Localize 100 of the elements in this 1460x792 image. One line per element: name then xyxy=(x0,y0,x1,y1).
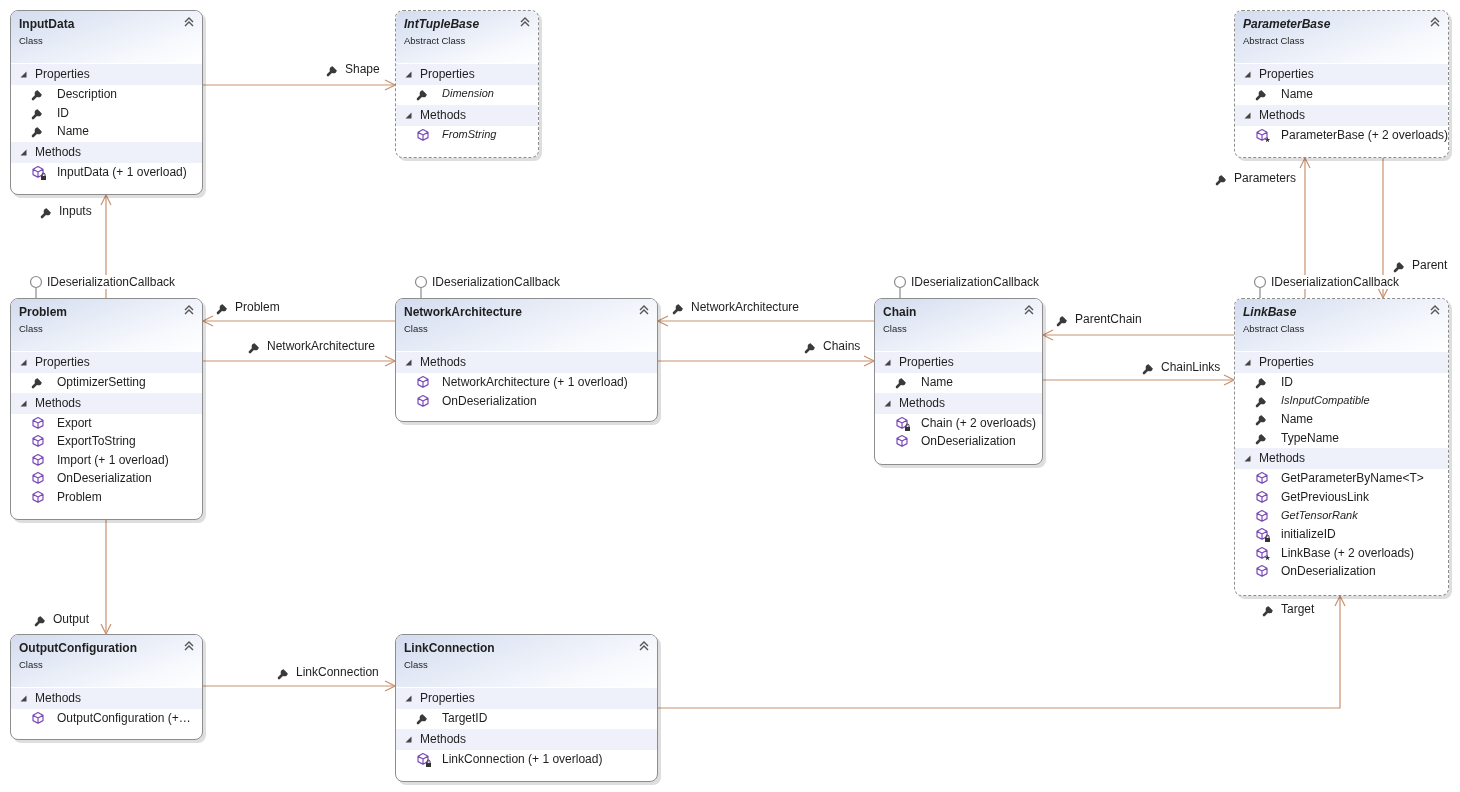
member-name: Chain (+ 2 overloads) xyxy=(921,415,1037,430)
member-name: ID xyxy=(1281,375,1293,389)
member-name: OutputConfiguration (+… xyxy=(57,711,191,725)
edge-label: Parent xyxy=(1411,258,1449,272)
member-name: Import (+ 1 overload) xyxy=(57,452,169,467)
class-kind: Abstract Class xyxy=(1243,35,1305,46)
member-name: Name xyxy=(921,375,953,389)
section-title: Methods xyxy=(420,107,467,122)
section-title: Methods xyxy=(1259,107,1306,122)
member-name: OnDeserialization xyxy=(1281,564,1376,579)
member-name: LinkBase (+ 2 overloads) xyxy=(1281,545,1415,560)
edge-label: NetworkArchitecture xyxy=(266,339,377,353)
interface-label: IDeserializationCallback xyxy=(46,275,177,289)
class-box xyxy=(395,634,658,782)
edge-label: Parameters xyxy=(1233,171,1298,185)
edge-label: Chains xyxy=(822,339,862,353)
member-name: ID xyxy=(57,105,69,120)
section-title: Methods xyxy=(35,691,82,705)
class-name: OutputConfiguration xyxy=(19,641,137,655)
class-kind: Abstract Class xyxy=(1243,323,1305,334)
member-name: Name xyxy=(1281,87,1313,101)
member-name: NetworkArchitecture (+ 1 overload) xyxy=(442,375,628,389)
member-name: initializeID xyxy=(1281,527,1336,542)
class-kind: Class xyxy=(404,659,428,670)
member-name: TypeName xyxy=(1281,430,1340,445)
member-name: LinkConnection (+ 1 overload) xyxy=(442,751,603,766)
section-title: Properties xyxy=(35,355,90,369)
edge-label: Target xyxy=(1280,602,1316,616)
section-title: Properties xyxy=(420,691,475,705)
class-box xyxy=(10,10,203,195)
association-arrow xyxy=(202,79,396,91)
class-kind: Class xyxy=(19,323,43,334)
association-arrow xyxy=(202,315,396,327)
member-name: OptimizerSetting xyxy=(57,375,146,389)
member-name: OnDeserialization xyxy=(442,393,537,408)
member-name: Problem xyxy=(57,489,102,504)
member-name: Description xyxy=(57,87,118,101)
class-box xyxy=(395,10,539,158)
class-name: LinkConnection xyxy=(404,641,495,655)
class-name: NetworkArchitecture xyxy=(404,305,523,319)
class-name: InputData xyxy=(19,17,75,31)
member-name: Dimension xyxy=(442,87,494,99)
association-arrow xyxy=(202,680,396,692)
class-box xyxy=(1234,298,1449,596)
edge-label: Problem xyxy=(234,300,281,314)
class-name: LinkBase xyxy=(1243,305,1297,319)
interface-label: IDeserializationCallback xyxy=(431,275,562,289)
class-name: IntTupleBase xyxy=(404,17,480,31)
member-name: TargetID xyxy=(442,711,488,725)
member-name: GetPreviousLink xyxy=(1281,489,1370,504)
member-name: OnDeserialization xyxy=(57,471,152,486)
member-name: InputData (+ 1 overload) xyxy=(57,164,187,179)
section-title: Properties xyxy=(35,67,90,81)
association-arrow xyxy=(657,355,875,367)
member-name: GetTensorRank xyxy=(1281,508,1358,521)
section-title: Properties xyxy=(1259,355,1314,369)
class-kind: Class xyxy=(19,659,43,670)
edge-label: LinkConnection xyxy=(295,665,380,679)
interface-label: IDeserializationCallback xyxy=(1270,275,1401,289)
association-arrow xyxy=(202,355,396,367)
section-title: Properties xyxy=(899,355,954,369)
section-title: Methods xyxy=(899,395,946,410)
section-title: Methods xyxy=(420,731,467,746)
class-name: Chain xyxy=(883,305,917,319)
section-title: Methods xyxy=(420,355,467,369)
member-name: ExportToString xyxy=(57,434,136,449)
association-arrow xyxy=(100,519,112,635)
edge-label: ParentChain xyxy=(1074,312,1143,326)
member-name: Export xyxy=(57,415,92,430)
class-name: Problem xyxy=(19,305,67,319)
member-name: IsInputCompatible xyxy=(1281,393,1370,406)
interface-label: IDeserializationCallback xyxy=(910,275,1041,289)
edge-label: Output xyxy=(52,612,91,626)
class-kind: Class xyxy=(883,323,907,334)
member-name: GetParameterByName<T> xyxy=(1281,471,1424,486)
member-name: FromString xyxy=(442,127,497,140)
class-name: ParameterBase xyxy=(1243,17,1331,31)
member-name: OnDeserialization xyxy=(921,434,1016,449)
section-title: Properties xyxy=(420,67,475,81)
class-box xyxy=(10,634,203,740)
association-arrow xyxy=(1299,157,1311,299)
association-arrow xyxy=(1042,374,1235,386)
class-kind: Class xyxy=(404,323,428,334)
edge-label: Shape xyxy=(344,62,381,76)
edge-label: ChainLinks xyxy=(1160,360,1222,374)
class-box xyxy=(874,298,1043,465)
member-name: Name xyxy=(1281,412,1313,427)
class-kind: Class xyxy=(19,35,43,46)
association-arrow xyxy=(657,315,875,327)
class-box xyxy=(10,298,203,520)
section-title: Methods xyxy=(35,395,82,410)
class-box xyxy=(1234,10,1449,158)
member-name: ParameterBase (+ 2 overloads) xyxy=(1281,127,1448,142)
edge-label: NetworkArchitecture xyxy=(690,300,801,314)
class-box xyxy=(395,298,658,422)
class-kind: Abstract Class xyxy=(404,35,466,46)
association-arrow xyxy=(657,595,1346,709)
section-title: Properties xyxy=(1259,67,1314,81)
association-arrow xyxy=(1042,329,1235,341)
edge-label: Inputs xyxy=(58,204,93,218)
